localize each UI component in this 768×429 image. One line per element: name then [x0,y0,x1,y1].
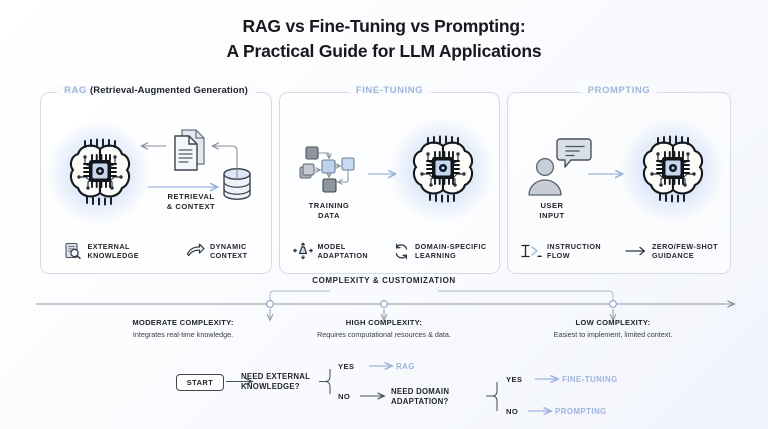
panel-rag[interactable]: RAG (Retrieval-Augmented Generation) [40,85,272,274]
prompting-arrow [588,169,630,179]
panel-prompting[interactable]: PROMPTING USER INPUT [507,85,731,274]
user-input-line1: USER [540,201,564,210]
rag-flow-label-1: RETRIEVAL [167,192,215,201]
page-title: RAG vs Fine-Tuning vs Prompting: A Pract… [0,0,768,64]
question-need-domain-adaptation: NEED DOMAIN ADAPTATION? [391,387,449,408]
arrow-right-icon [625,247,646,256]
approach-panels: RAG (Retrieval-Augmented Generation) [0,85,768,274]
panel-rag-title: RAG (Retrieval-Augmented Generation) [57,85,255,96]
footer-label-model-adaptation: MODEL ADAPTATION [318,242,369,261]
training-data-label: TRAINING DATA [294,201,364,222]
footer-label-domain-specific-learning: DOMAIN-SPECIFIC LEARNING [415,242,486,261]
rag-flow-label: RETRIEVAL & CONTEXT [158,192,224,213]
outcome-prompting: PROMPTING [555,407,607,416]
complexity-low-head: LOW COMPLEXITY: [575,318,651,327]
footer-label-dynamic-context: DYNAMIC CONTEXT [210,242,248,261]
zero-few-shot-line2: GUIDANCE [652,251,694,261]
brain-chip-icon [69,138,131,206]
domain-specific-line2: LEARNING [415,251,457,261]
panel-rag-title-accent: RAG [64,85,87,96]
complexity-low-sub: Easiest to implement, limited context. [553,329,673,339]
q1-yes-label: YES [338,362,355,371]
decision-flow-connectors [226,358,768,428]
dynamic-context-line1: DYNAMIC [210,241,247,251]
outcome-fine-tuning: FINE-TUNING [562,375,618,384]
footer-item-model-adaptation[interactable]: MODEL ADAPTATION [292,242,369,261]
brain-chip-icon [412,135,474,203]
panel-fine-tuning[interactable]: FINE-TUNING TRAINING DATA [279,85,500,274]
complexity-moderate-head: MODERATE COMPLEXITY: [132,318,234,327]
model-adaptation-line2: ADAPTATION [317,251,369,261]
panel-rag-footer: EXTERNAL KNOWLEDGE DYNAMIC CONTEXT [41,242,271,261]
footer-item-zero-few-shot[interactable]: ZERO/FEW-SHOT GUIDANCE [625,242,718,261]
instruction-flow-line2: FLOW [546,251,570,261]
model-adaptation-line1: MODEL [317,241,346,251]
q1-line2: KNOWLEDGE? [241,382,300,392]
q2-no-label: NO [506,407,519,416]
footer-label-external-knowledge: EXTERNAL KNOWLEDGE [87,242,139,261]
complexity-high-sub: Requires computational resources & data. [317,329,451,339]
instruction-flow-line1: INSTRUCTION [546,241,602,251]
q2-yes-label: YES [506,375,523,384]
zero-few-shot-line1: ZERO/FEW-SHOT [652,241,719,251]
footer-label-instruction-flow: INSTRUCTION FLOW [547,242,601,261]
q2-line2: ADAPTATION? [391,397,449,407]
complexity-axis: COMPLEXITY & CUSTOMIZATION MODERATE COMP… [0,276,768,354]
q1-no-label: NO [338,392,351,401]
complexity-marker-low: LOW COMPLEXITY: Easiest to implement, li… [554,318,673,339]
title-line-2: A Practical Guide for LLM Applications [226,40,542,61]
footer-item-external-knowledge[interactable]: EXTERNAL KNOWLEDGE [64,242,139,261]
training-data-line1: TRAINING [308,201,350,210]
document-search-icon [65,243,82,260]
decision-flow: START NEED EXTERNAL KNOWLEDGE? YES RAG N… [0,358,768,428]
outcome-rag: RAG [396,362,415,371]
complexity-axis-label: COMPLEXITY & CUSTOMIZATION [304,276,464,285]
documents-icon [174,129,205,171]
q1-line1: NEED EXTERNAL [241,372,311,381]
model-adaptation-icon [292,242,313,260]
panel-fine-tuning-footer: MODEL ADAPTATION DOMAIN-SPECIFIC LEARNIN… [280,242,499,261]
refresh-cycle-icon [395,243,408,260]
terminal-prompt-icon [521,245,542,258]
complexity-high-head: HIGH COMPLEXITY: [345,318,423,327]
footer-label-zero-few-shot: ZERO/FEW-SHOT GUIDANCE [652,242,718,261]
external-knowledge-line2: KNOWLEDGE [87,251,140,261]
complexity-axis-graphics [36,290,768,354]
dynamic-context-line2: CONTEXT [210,251,248,261]
brain-chip-icon [642,135,704,203]
domain-specific-line1: DOMAIN-SPECIFIC [415,241,487,251]
user-input-label: USER INPUT [518,201,586,222]
complexity-marker-high: HIGH COMPLEXITY: Requires computational … [317,318,451,339]
panel-prompting-footer: INSTRUCTION FLOW ZERO/FEW-SHOT GUIDANCE [508,242,730,261]
footer-item-dynamic-context[interactable]: DYNAMIC CONTEXT [186,242,248,261]
dynamic-arrow-icon [186,243,205,257]
rag-flow-arrows [41,93,238,273]
panel-fine-tuning-title: FINE-TUNING [348,85,431,96]
footer-item-instruction-flow[interactable]: INSTRUCTION FLOW [520,242,601,261]
panel-prompting-title: PROMPTING [580,85,658,96]
question-need-external-knowledge: NEED EXTERNAL KNOWLEDGE? [241,372,310,393]
user-input-line2: INPUT [539,211,565,221]
rag-flow-label-2: & CONTEXT [166,202,216,212]
q2-line1: NEED DOMAIN [391,387,450,396]
complexity-marker-moderate: MODERATE COMPLEXITY: Integrates real-tim… [132,318,233,339]
user-input-icon [528,138,592,196]
training-data-line2: DATA [318,211,340,221]
footer-item-domain-specific-learning[interactable]: DOMAIN-SPECIFIC LEARNING [393,242,486,261]
title-line-1: RAG vs Fine-Tuning vs Prompting: [242,16,526,36]
external-knowledge-line1: EXTERNAL [87,241,130,251]
start-node[interactable]: START [176,374,224,391]
complexity-moderate-sub: Integrates real-time knowledge. [132,329,234,339]
panel-rag-title-rest: (Retrieval-Augmented Generation) [90,85,248,96]
training-data-icon [299,146,355,193]
